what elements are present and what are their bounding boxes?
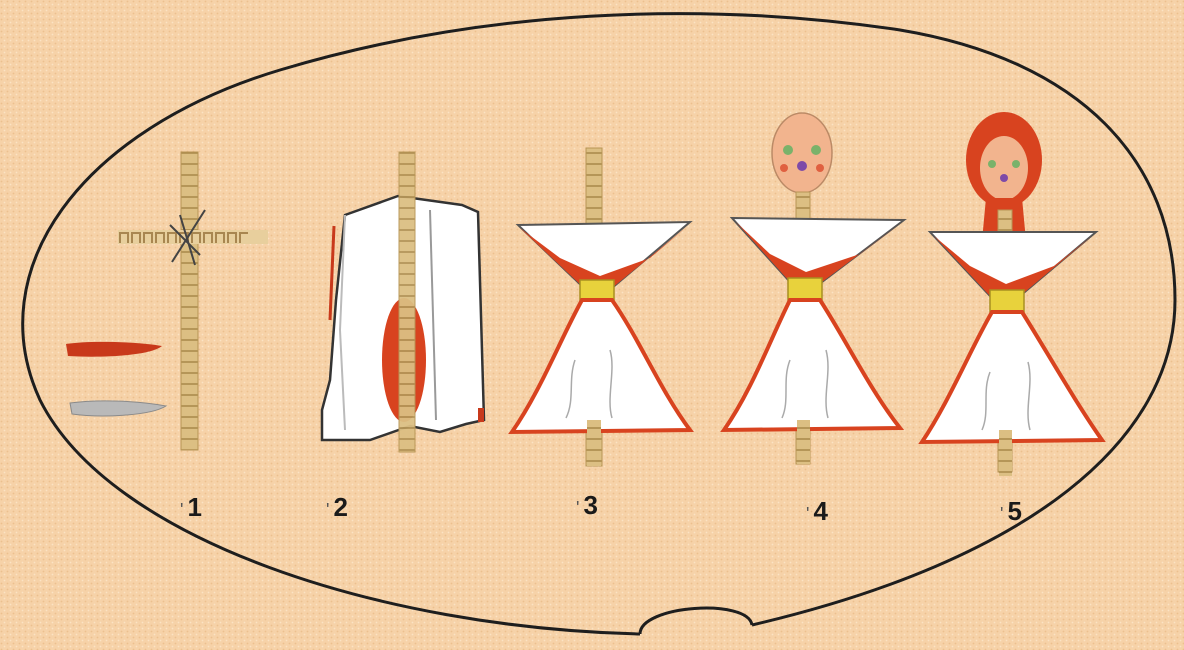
cheek-right	[816, 164, 824, 172]
face	[980, 136, 1028, 200]
step-number: 4	[813, 496, 827, 526]
step-tick: '	[1000, 504, 1003, 524]
red-accent	[478, 408, 484, 422]
nose	[1000, 174, 1008, 182]
stick-base	[797, 420, 810, 464]
face	[772, 113, 832, 193]
step-tick: '	[806, 504, 809, 524]
stick-base	[587, 420, 601, 466]
eye-right	[811, 145, 821, 155]
eye-left	[783, 145, 793, 155]
step-number: 5	[1007, 496, 1021, 526]
stick-base	[999, 430, 1012, 476]
step-label-2: '2	[326, 492, 348, 523]
nose	[797, 161, 807, 171]
step-number: 3	[583, 490, 597, 520]
vertical-stick	[181, 152, 198, 450]
vertical-stick	[399, 152, 415, 452]
belt	[990, 290, 1024, 312]
step-label-1: '1	[180, 492, 202, 523]
eye-left	[988, 160, 996, 168]
belt	[788, 278, 822, 300]
step-label-5: '5	[1000, 496, 1022, 527]
step-number: 1	[187, 492, 201, 522]
step-tick: '	[326, 500, 329, 520]
eye-right	[1012, 160, 1020, 168]
step-tick: '	[576, 498, 579, 518]
step-label-3: '3	[576, 490, 598, 521]
step-tick: '	[180, 500, 183, 520]
cheek-left	[780, 164, 788, 172]
step-number: 2	[333, 492, 347, 522]
step-label-4: '4	[806, 496, 828, 527]
